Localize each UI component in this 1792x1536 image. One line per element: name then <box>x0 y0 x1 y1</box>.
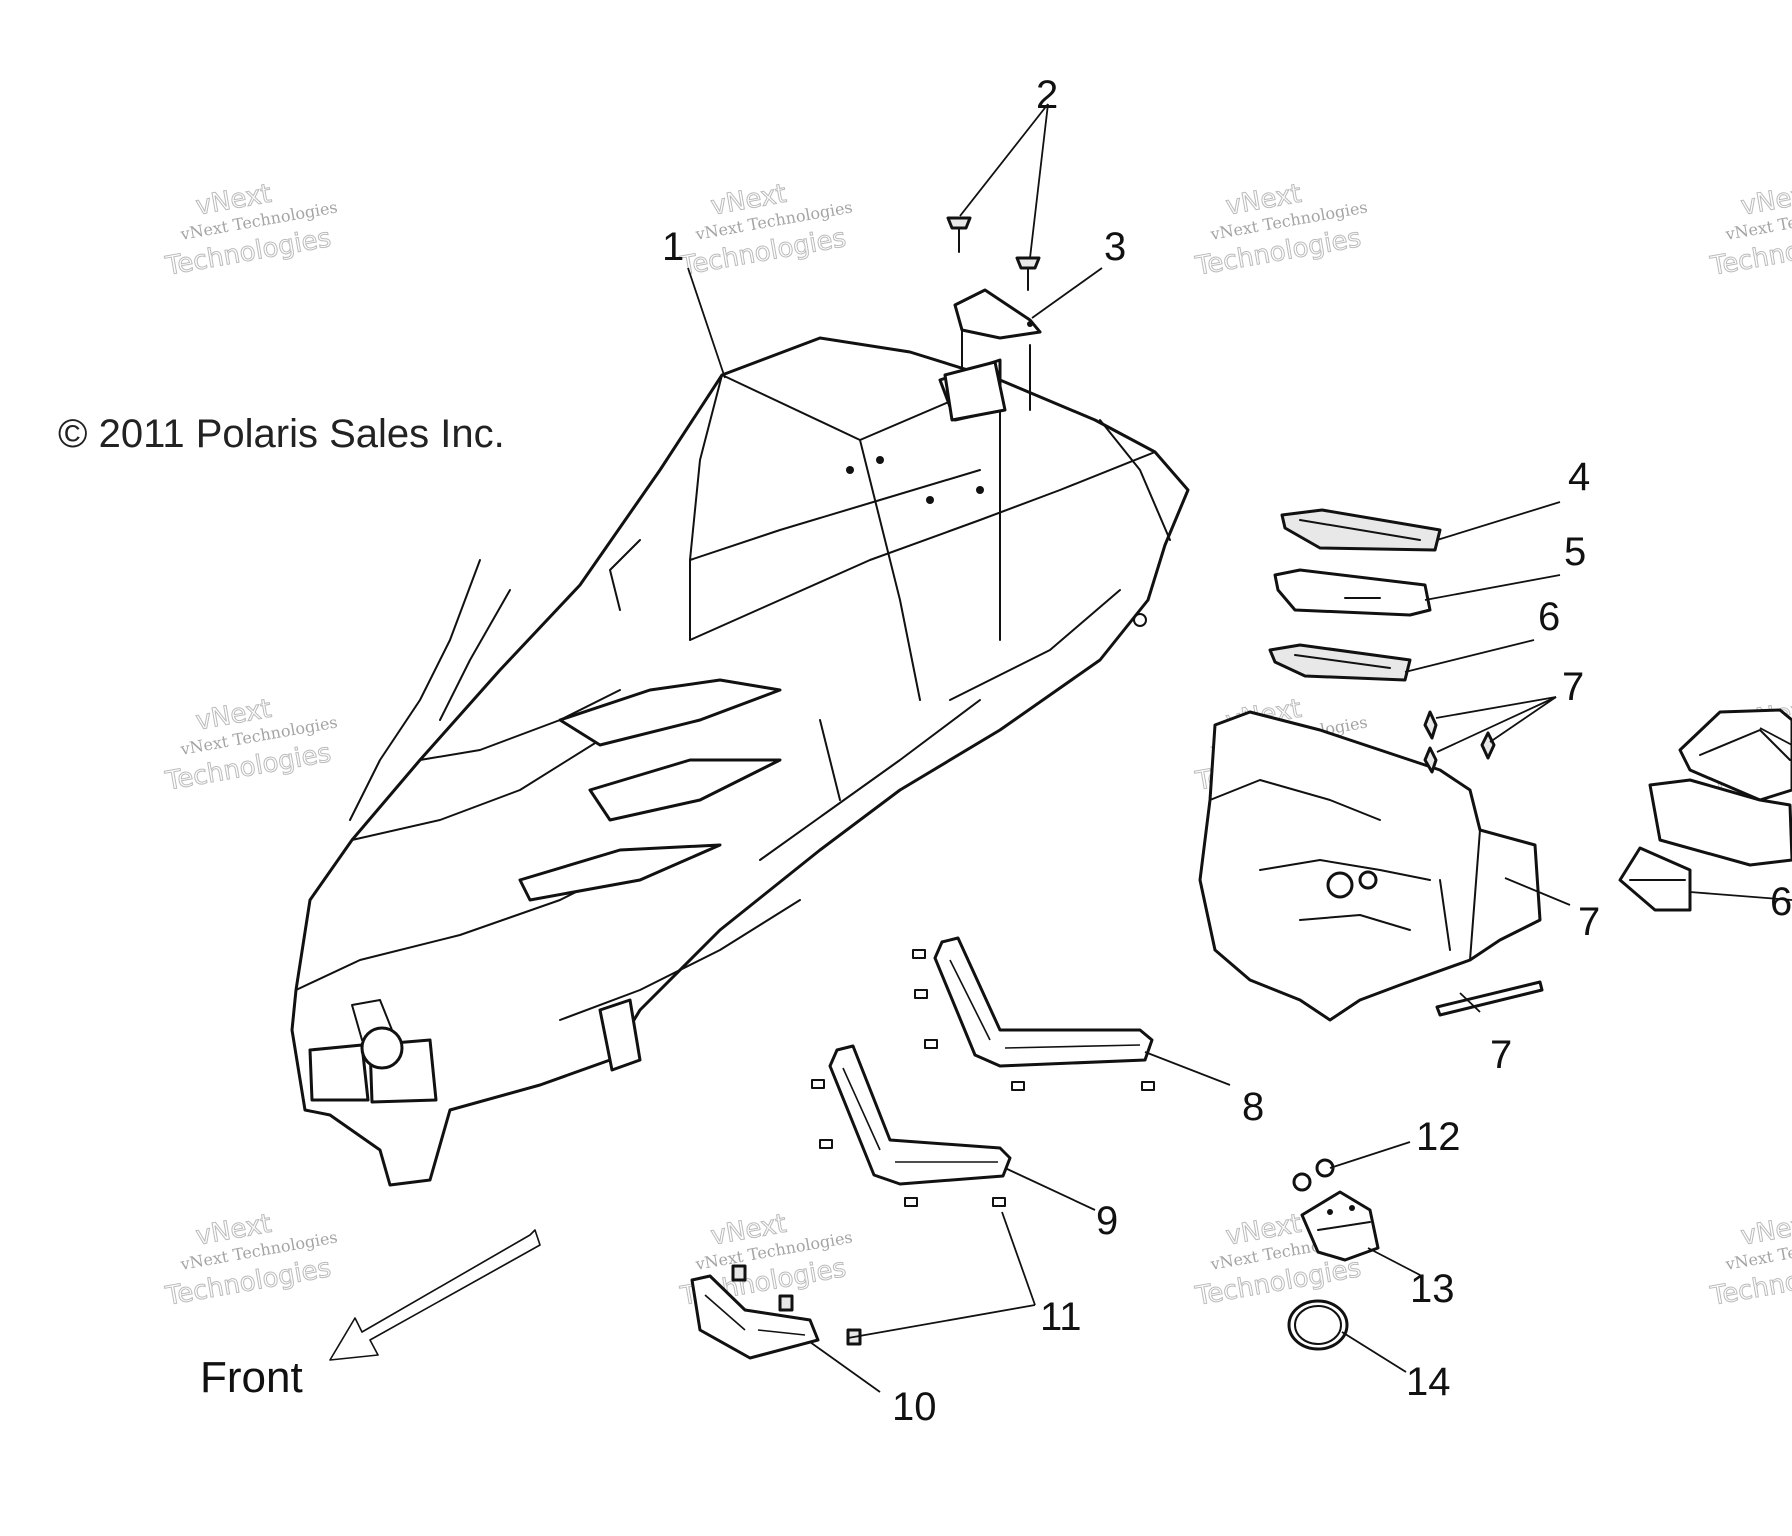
callout-4: 4 <box>1568 455 1590 499</box>
part-13-bracket <box>1300 1190 1380 1262</box>
part-4-screen <box>1280 508 1442 552</box>
callout-3: 3 <box>1104 225 1126 269</box>
callout-7-strip: 7 <box>1490 1033 1512 1077</box>
part-12-nuts <box>1292 1158 1335 1192</box>
callout-7-airbox: 7 <box>1578 900 1600 944</box>
part-7-air-box <box>1198 710 1544 1022</box>
part-14-ring <box>1287 1299 1349 1351</box>
part-10-grille <box>690 1274 820 1360</box>
callout-5: 5 <box>1564 530 1586 574</box>
callout-12: 12 <box>1416 1115 1461 1159</box>
callout-6: 6 <box>1538 595 1560 639</box>
callout-1: 1 <box>662 225 684 269</box>
part-11-clips <box>731 1264 862 1346</box>
callout-2: 2 <box>1036 73 1058 117</box>
part-8-grille <box>912 936 1155 1091</box>
part-6-screen <box>1268 643 1412 682</box>
front-arrow-icon <box>329 1229 541 1361</box>
front-label: Front <box>200 1353 303 1402</box>
callout-14: 14 <box>1406 1360 1451 1404</box>
callouts: 1 2 3 4 5 6 7 6 7 7 8 9 11 10 12 13 14 <box>662 73 1792 1429</box>
callout-10: 10 <box>892 1385 937 1429</box>
part-2-push-rivets <box>946 216 1041 291</box>
part-9-grille <box>811 1044 1012 1207</box>
callout-7: 7 <box>1562 665 1584 709</box>
copyright-text: © 2011 Polaris Sales Inc. <box>58 412 505 456</box>
leader-lines <box>687 103 1792 1393</box>
callout-11: 11 <box>1040 1295 1082 1339</box>
part-6-right-screen <box>1618 708 1792 912</box>
part-3-bracket <box>943 288 1042 422</box>
watermark: vNext vNext Technologies Technologies <box>677 178 854 282</box>
part-5-filter <box>1273 568 1432 617</box>
callout-9: 9 <box>1096 1199 1118 1243</box>
callout-6-right: 6 <box>1770 880 1792 924</box>
callout-8: 8 <box>1242 1085 1264 1129</box>
callout-13: 13 <box>1410 1267 1455 1311</box>
